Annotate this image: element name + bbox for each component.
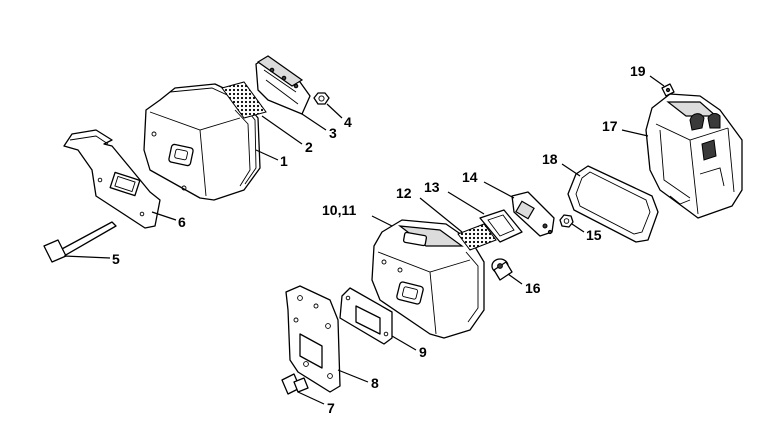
- mesh-screen: [457, 223, 497, 251]
- leader-line-18: [561, 163, 581, 177]
- leader-line-7: [297, 391, 325, 405]
- screen-gasket-frame: [479, 209, 523, 243]
- leader-line-16: [507, 273, 523, 285]
- gasket-9: [339, 287, 393, 345]
- screw-16: [491, 258, 513, 281]
- callout-19: 19: [630, 63, 646, 79]
- callout-15: 15: [586, 227, 602, 243]
- leader-line-6: [151, 211, 177, 221]
- leader-line-19: [649, 75, 665, 87]
- callout-17: 17: [602, 118, 618, 134]
- callout-5: 5: [112, 251, 120, 267]
- small-nut: [559, 214, 574, 228]
- long-screw: [43, 221, 117, 263]
- leader-line-1: [255, 149, 279, 161]
- mounting-plate: [285, 285, 341, 393]
- leader-line-17: [621, 129, 649, 137]
- callout-16: 16: [525, 280, 541, 296]
- callout-2: 2: [305, 139, 313, 155]
- gasket-18: [567, 165, 659, 243]
- leader-line-8: [337, 369, 369, 383]
- leader-line-3: [301, 113, 327, 131]
- screen-holder-plate: [255, 55, 311, 115]
- cover-plate: [511, 191, 555, 237]
- upper-muffler-housing: [143, 83, 261, 201]
- lower-muffler-housing: [371, 219, 485, 339]
- heat-shield-gasket: [63, 129, 161, 229]
- callout-1: 1: [280, 153, 288, 169]
- leader-line-9: [391, 335, 417, 351]
- leader-line-4: [326, 103, 343, 119]
- leader-line-12: [419, 197, 463, 233]
- leader-line-5: [63, 255, 111, 259]
- callout-10-11: 10,11: [322, 202, 356, 218]
- callout-12: 12: [396, 185, 412, 201]
- leader-line-10-11: [371, 215, 393, 227]
- callout-3: 3: [329, 125, 337, 141]
- callout-18: 18: [542, 151, 558, 167]
- callout-8: 8: [371, 375, 379, 391]
- leader-line-2: [261, 115, 303, 145]
- callout-14: 14: [462, 169, 478, 185]
- bolt-7: [281, 373, 309, 395]
- housing-shell: [645, 93, 743, 219]
- callout-4: 4: [344, 114, 352, 130]
- callout-7: 7: [327, 400, 335, 416]
- callout-13: 13: [424, 179, 440, 195]
- leader-line-15: [571, 223, 585, 233]
- callout-9: 9: [419, 344, 427, 360]
- leader-line-13: [447, 191, 485, 215]
- nut: [313, 92, 330, 105]
- spark-arrestor-screen: [221, 81, 267, 119]
- leader-line-14: [483, 181, 515, 199]
- callout-6: 6: [178, 214, 186, 230]
- small-screw-19: [661, 83, 675, 97]
